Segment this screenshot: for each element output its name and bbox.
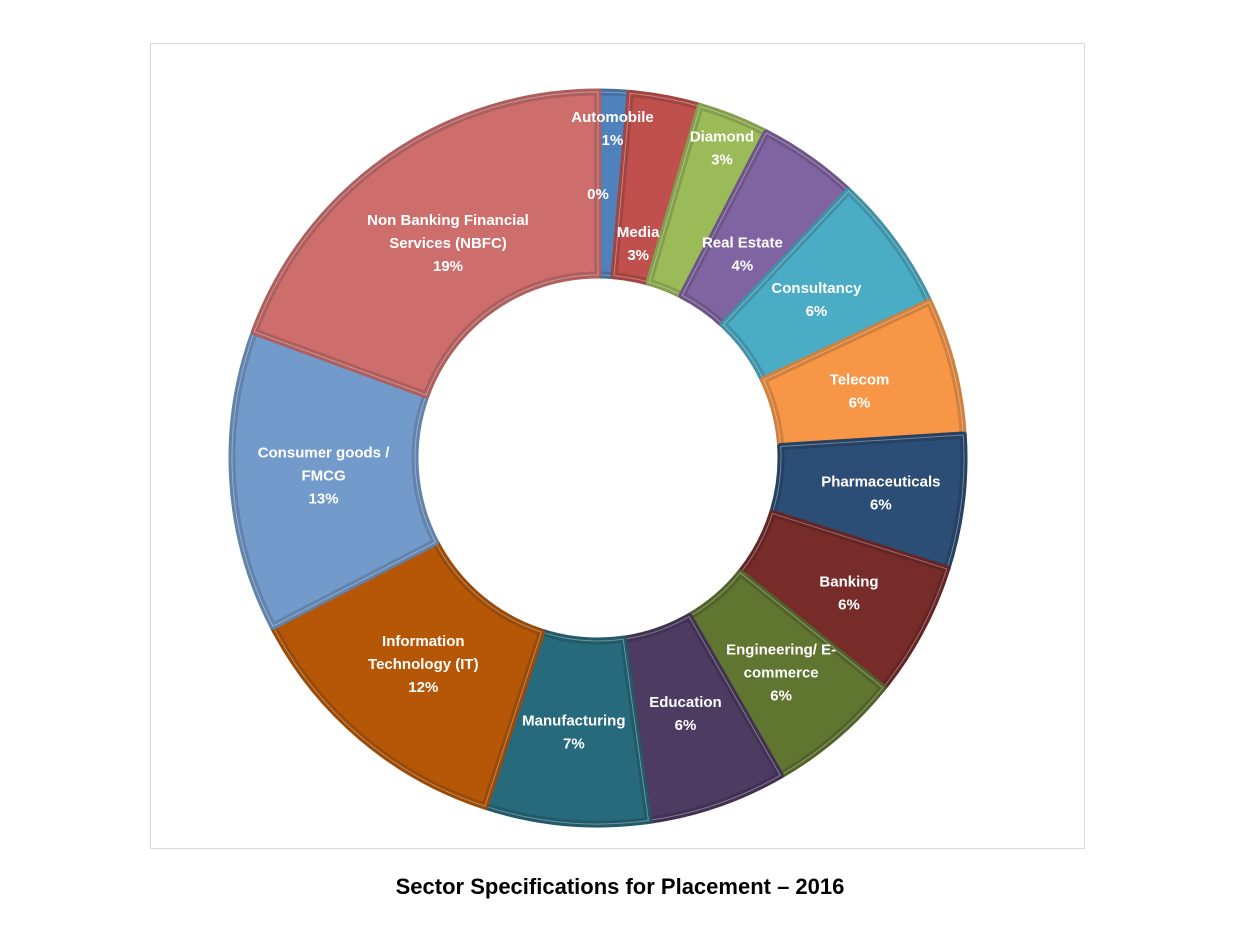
data-label-media: Media 3% [617,224,660,264]
data-label-diamond: Diamond 3% [690,128,754,168]
chart-title: Sector Specifications for Placement – 20… [395,874,845,899]
data-label-blank: 0% [587,186,609,203]
category-label: Consumer goods / [258,444,391,461]
slice-non-banking-financial-services-nbfc [250,88,602,399]
percent-label: 6% [675,717,697,734]
percent-label: 12% [408,679,438,696]
data-label-manufacturing: Manufacturing 7% [522,712,625,752]
percent-label: 0% [587,186,609,203]
chart-frame [150,43,1085,849]
data-label-consumer-goods-fmcg: Consumer goods / FMCG 13% [258,444,391,507]
category-label: Banking [819,573,878,590]
category-label: Services (NBFC) [389,235,507,252]
percent-label: 6% [806,303,828,320]
data-label-pharmaceuticals: Pharmaceuticals 6% [821,473,940,513]
category-label: Manufacturing [522,712,625,729]
category-label: FMCG [301,467,345,484]
slice-edge [231,331,437,627]
category-label: Non Banking Financial [367,212,529,229]
category-label: Telecom [830,371,890,388]
percent-label: 6% [770,687,792,704]
donut-chart: 0% Automobile 1% Media 3% Diamond 3% Real Estat… [228,88,968,828]
category-label: commerce [744,664,819,681]
percent-label: 13% [309,490,339,507]
category-label: Education [649,694,722,711]
percent-label: 1% [602,132,624,149]
percent-label: 3% [627,247,649,264]
category-label: Consultancy [771,280,862,297]
category-label: Information [382,633,465,650]
percent-label: 4% [732,257,754,274]
category-label: Automobile [571,109,654,126]
percent-label: 6% [849,394,871,411]
slice-consumer-goods-fmcg [228,328,439,630]
slice-edge [253,91,599,396]
percent-label: 6% [838,596,860,613]
slice-information-technology-it [269,538,545,810]
category-label: Engineering/ E- [726,641,836,658]
percent-label: 19% [433,258,463,275]
percent-label: 7% [563,735,585,752]
data-label-education: Education 6% [649,694,722,734]
category-label: Real Estate [702,234,783,251]
data-label-consultancy: Consultancy 6% [771,280,862,320]
percent-label: 6% [870,496,892,513]
data-label-banking: Banking 6% [819,573,878,613]
category-label: Pharmaceuticals [821,473,940,490]
data-label-engineering-e-commerce: Engineering/ E-commerce 6% [726,641,836,704]
category-label: Technology (IT) [368,656,479,673]
data-label-automobile: Automobile 1% [571,109,654,149]
data-label-telecom: Telecom 6% [830,371,890,411]
slice-edge [272,541,543,807]
category-label: Diamond [690,128,754,145]
data-label-real-estate: Real Estate 4% [702,234,783,274]
percent-label: 3% [711,151,733,168]
category-label: Media [617,224,660,241]
